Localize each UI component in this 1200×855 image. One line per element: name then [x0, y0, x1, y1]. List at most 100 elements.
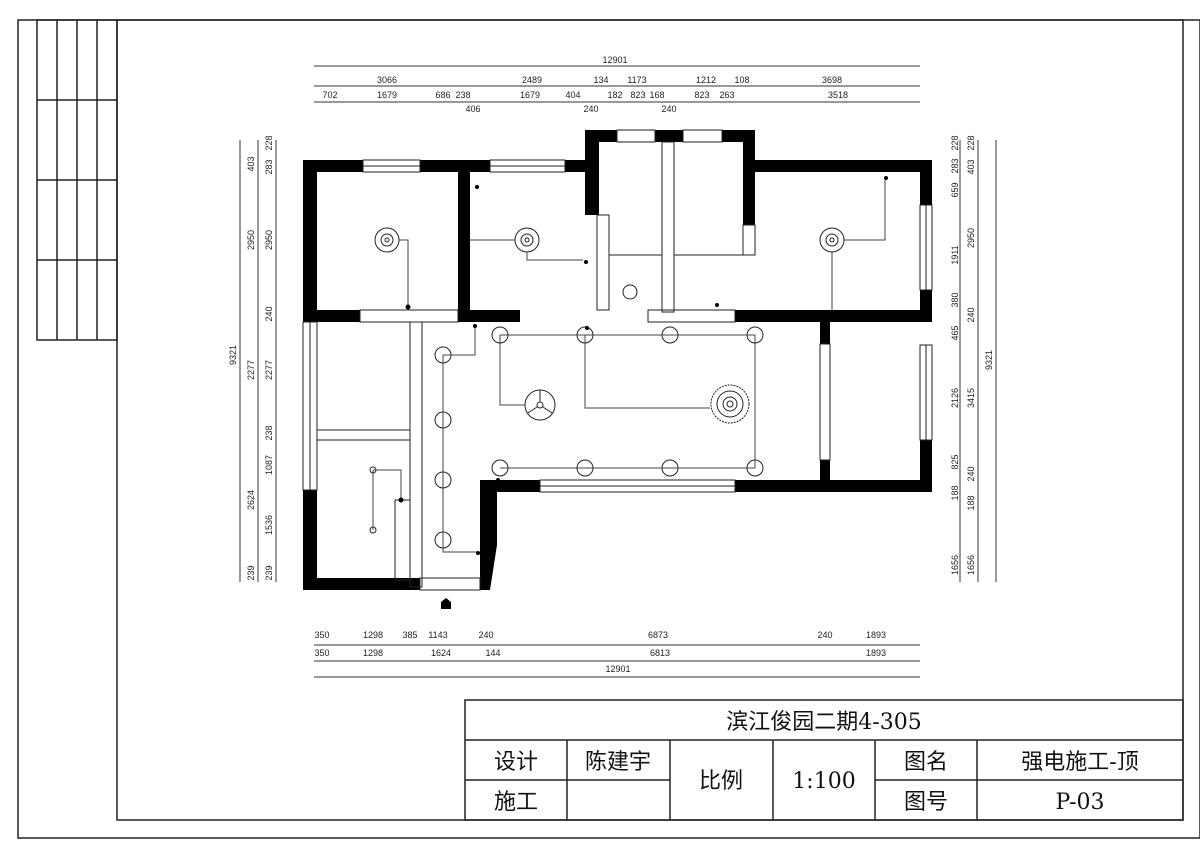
dimension-label: 6813	[650, 648, 670, 658]
dimension-label: 465	[950, 325, 960, 340]
dimension-label: 1536	[264, 515, 274, 535]
dimension-label: 2950	[264, 230, 274, 250]
dimension-label: 403	[246, 156, 256, 171]
dimension-label: 228	[264, 135, 274, 150]
dimension-label: 2489	[522, 75, 542, 85]
dimension-label: 1173	[627, 75, 646, 85]
dimension-label: 1656	[950, 555, 960, 575]
dimension-label: 1298	[363, 648, 383, 658]
dimension-label: 283	[264, 159, 274, 174]
project-title: 滨江俊园二期4-305	[726, 710, 921, 735]
drawing-number: P-03	[1055, 790, 1104, 815]
dimension-label: 240	[966, 307, 976, 322]
dimension-label: 228	[950, 135, 960, 150]
dimension-label: 3066	[377, 75, 397, 85]
dimension-label: 825	[950, 454, 960, 469]
dimension-label: 6873	[648, 630, 668, 640]
dimension-label: 188	[966, 495, 976, 510]
dimension-label: 240	[817, 630, 832, 640]
dimension-label: 144	[485, 648, 500, 658]
dimension-label: 263	[719, 90, 734, 100]
dimension-label: 823	[694, 90, 709, 100]
dimension-label: 659	[950, 182, 960, 197]
dimension-label: 2950	[966, 228, 976, 248]
dimension-label: 2624	[246, 490, 256, 510]
drawing-number-label: 图号	[904, 790, 948, 815]
dimension-label: 2277	[264, 360, 274, 380]
outer-frame	[17, 19, 1200, 839]
designer-name: 陈建宇	[585, 750, 651, 775]
dimension-label: 240	[264, 306, 274, 321]
wiring	[372, 178, 886, 553]
dimension-label: 2126	[950, 388, 960, 408]
drawing-name-label: 图名	[904, 750, 948, 775]
dimension-label: 168	[649, 90, 664, 100]
dimension-label: 12901	[605, 664, 630, 674]
dimension-label: 1893	[866, 630, 886, 640]
dimension-label: 404	[565, 90, 580, 100]
windows	[302, 129, 933, 591]
entrance-marker-icon	[441, 598, 451, 609]
dimension-label: 238	[455, 90, 470, 100]
dimension-label: 240	[966, 466, 976, 481]
partitions	[316, 141, 756, 588]
ceiling-light-icon	[622, 284, 638, 300]
dimension-label: 3698	[822, 75, 842, 85]
dimension-label: 406	[465, 104, 480, 114]
dimension-label: 240	[661, 104, 676, 114]
ceiling-fixtures	[369, 178, 886, 553]
dimension-label: 1212	[696, 75, 716, 85]
dimension-label: 1679	[377, 90, 397, 100]
dimension-label: 238	[264, 425, 274, 440]
dimension-label: 2277	[246, 360, 256, 380]
dimension-label: 380	[950, 292, 960, 307]
title-block	[464, 699, 1184, 821]
chandelier-icon	[374, 227, 400, 253]
dimension-label: 1087	[264, 455, 274, 475]
dimension-label: 350	[314, 648, 329, 658]
dimension-label: 108	[734, 75, 749, 85]
dimension-label: 3518	[828, 90, 848, 100]
ceiling-fan-icon	[524, 389, 556, 421]
dimension-label: 1298	[363, 630, 383, 640]
dimension-label: 239	[246, 565, 256, 580]
walls	[303, 130, 932, 590]
switches	[398, 176, 888, 555]
scale-value: 1:100	[792, 769, 855, 794]
dimension-label: 228	[966, 135, 976, 150]
dimension-label: 12901	[602, 55, 627, 65]
dimension-label: 1893	[866, 648, 886, 658]
dimension-label: 702	[322, 90, 337, 100]
dimension-label: 9321	[984, 350, 994, 370]
dimension-label: 1679	[520, 90, 540, 100]
dimension-label: 182	[607, 90, 622, 100]
drawing-name: 强电施工-顶	[1021, 750, 1138, 775]
dimension-label: 239	[264, 565, 274, 580]
dimension-label: 283	[950, 158, 960, 173]
main-ceiling-lamp-icon	[710, 384, 750, 424]
dimension-label: 134	[593, 75, 608, 85]
dimension-label: 1911	[950, 245, 960, 264]
dimension-label: 403	[966, 159, 976, 174]
dimension-label: 350	[314, 630, 329, 640]
dimension-label: 3415	[966, 388, 976, 408]
dimension-label: 2950	[246, 230, 256, 250]
dimension-label: 9321	[228, 345, 238, 365]
dimension-label: 240	[583, 104, 598, 114]
dimension-label: 385	[402, 630, 417, 640]
dimension-label: 1143	[428, 630, 447, 640]
scale-label: 比例	[699, 769, 743, 794]
dimension-label: 240	[478, 630, 493, 640]
chandelier-icon	[819, 227, 845, 253]
dimension-label: 188	[950, 485, 960, 500]
dimension-label: 1624	[431, 648, 451, 658]
dimension-label: 823	[630, 90, 645, 100]
construction-label: 施工	[494, 790, 538, 815]
dimension-label: 1656	[966, 555, 976, 575]
dimension-lines	[239, 65, 997, 678]
dimension-label: 686	[435, 90, 450, 100]
design-label: 设计	[494, 750, 538, 775]
chandelier-icon	[514, 227, 540, 253]
side-binding-table	[36, 19, 118, 341]
